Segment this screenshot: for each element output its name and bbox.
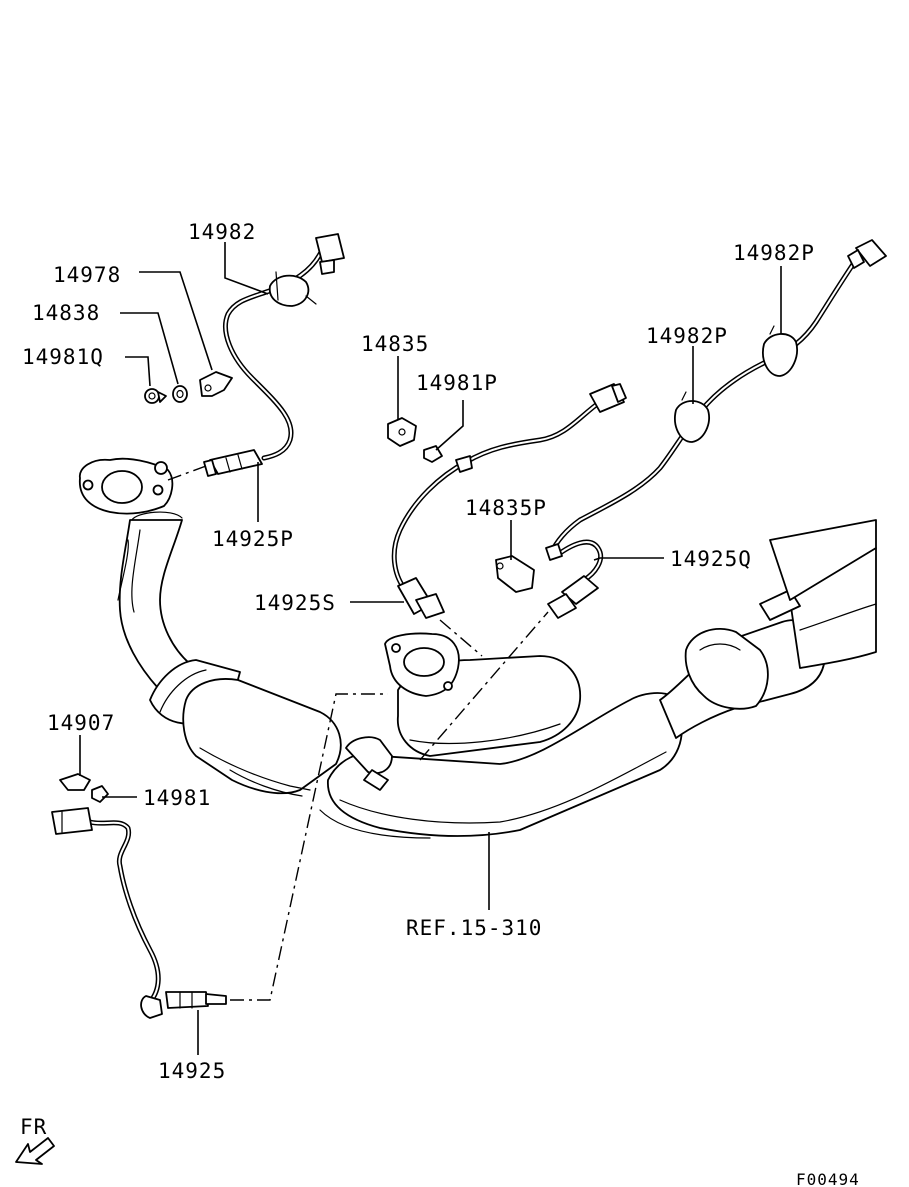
label-14982p-top: 14982P — [733, 241, 815, 265]
label-14982p-mid: 14982P — [646, 324, 728, 348]
label-14981p: 14981P — [416, 371, 498, 395]
bracket-14835 — [387, 417, 417, 447]
clamp-14982 — [268, 271, 317, 307]
figure-code: F00494 — [796, 1170, 860, 1187]
label-front: FR — [20, 1115, 47, 1139]
label-14981q: 14981Q — [22, 345, 104, 369]
leader-lines — [79, 242, 782, 1055]
oxygen-sensor-14925s — [391, 383, 627, 619]
label-ref-15-310: REF.15-310 — [406, 916, 542, 940]
part-labels: 14982 14978 14838 14981Q 14925P 14835 14… — [20, 220, 860, 1187]
bolt-14981 — [91, 785, 109, 803]
bolt-14981q — [144, 388, 167, 404]
label-14978: 14978 — [53, 263, 121, 287]
clamp-14982p-upper — [762, 325, 798, 377]
installation-centerlines — [167, 465, 549, 1001]
front-exhaust-pipe-with-catalytic-converter — [79, 457, 877, 839]
washer-14838 — [172, 385, 188, 403]
bolt-14981p — [423, 445, 443, 463]
bracket-14835p — [495, 555, 535, 593]
label-14925p: 14925P — [212, 527, 294, 551]
clamp-14982p-lower — [674, 391, 710, 443]
label-14925s: 14925S — [254, 591, 336, 615]
bracket-14978 — [199, 371, 233, 397]
label-14838: 14838 — [32, 301, 100, 325]
label-14981: 14981 — [143, 786, 211, 810]
label-14835: 14835 — [361, 332, 429, 356]
front-direction-arrow-icon — [15, 1137, 55, 1165]
label-14835p: 14835P — [465, 496, 547, 520]
label-14925: 14925 — [158, 1059, 226, 1083]
label-14925q: 14925Q — [670, 547, 752, 571]
label-14907: 14907 — [47, 711, 115, 735]
oxygen-sensor-14925 — [51, 807, 227, 1019]
clip-14907 — [59, 773, 91, 791]
label-14982: 14982 — [188, 220, 256, 244]
